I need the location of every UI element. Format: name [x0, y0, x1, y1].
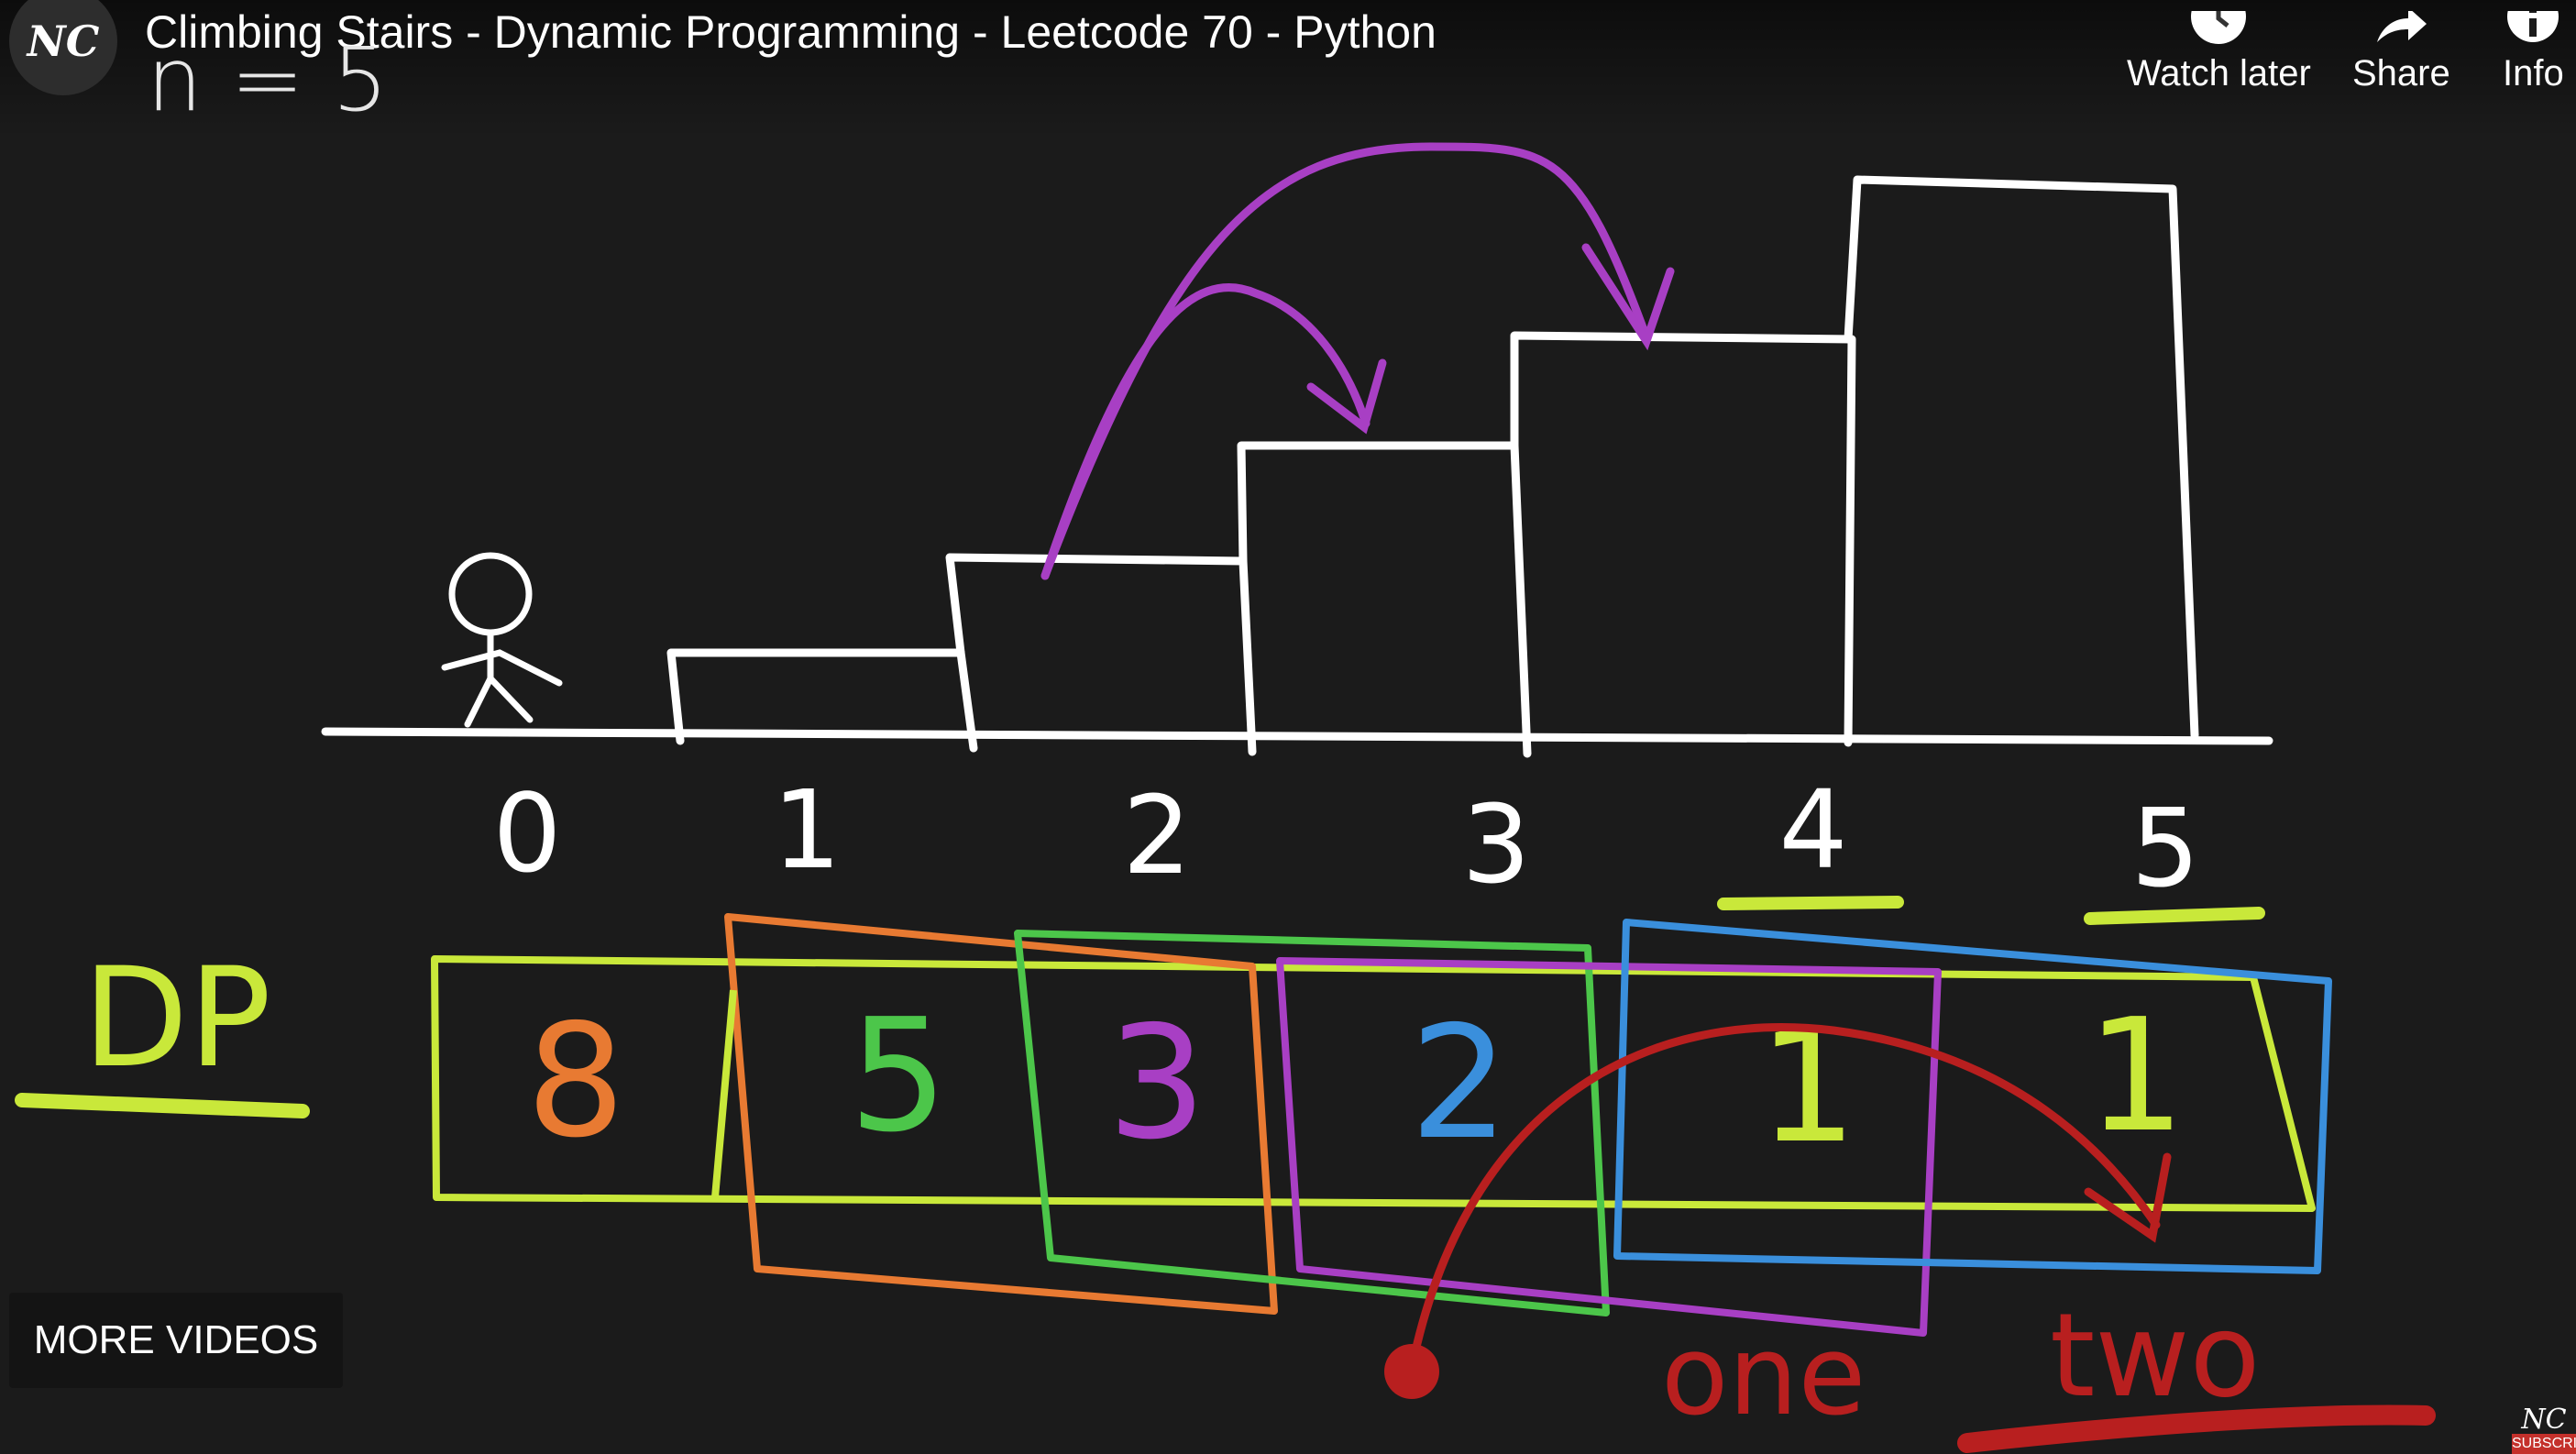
subscribe-watermark[interactable]: NC SUBSCRIBE	[2512, 1390, 2576, 1454]
annotation-one: one	[1661, 1313, 1866, 1440]
watch-later-button[interactable]: Watch later	[2127, 0, 2311, 101]
step-number: 0	[492, 770, 561, 897]
red-annotation-arrow	[1407, 1023, 2172, 1372]
dp-value: 8	[526, 991, 625, 1173]
info-button[interactable]: Info	[2503, 0, 2564, 101]
step-number: 4	[1778, 766, 1847, 893]
info-icon	[2507, 11, 2559, 42]
red-start-dot	[1384, 1344, 1439, 1399]
annotation-two: two	[2050, 1288, 2261, 1423]
step-number: 2	[1122, 772, 1191, 898]
share-label: Share	[2352, 53, 2450, 94]
top-overlay-bar	[0, 0, 2576, 138]
jump-arrows	[1040, 142, 1675, 580]
watermark-subscribe-text: SUBSCRIBE	[2512, 1434, 2576, 1454]
step-number: 1	[772, 766, 841, 893]
video-title[interactable]: Climbing Stairs - Dynamic Programming - …	[145, 6, 1437, 58]
channel-logo-text: NC	[27, 17, 100, 66]
stick-figure	[441, 552, 563, 728]
clock-icon	[2191, 11, 2247, 44]
dp-value: 1	[2086, 986, 2185, 1167]
share-button[interactable]: Share	[2352, 0, 2450, 101]
dp-label: DP	[83, 939, 271, 1098]
watermark-logo: NC	[2521, 1404, 2567, 1436]
step-number: 3	[1461, 781, 1530, 908]
channel-avatar[interactable]: NC	[9, 0, 117, 95]
staircase	[321, 175, 2273, 758]
step-number: 5	[2130, 785, 2199, 911]
n-equals-label: n = 5	[147, 28, 388, 131]
step-number-labels: 0 1 2 3 4 5	[492, 766, 2199, 911]
two-underline	[1957, 1404, 2436, 1453]
dp-window-boxes	[431, 913, 2332, 1337]
dp-value: 5	[849, 986, 948, 1167]
info-label: Info	[2503, 53, 2564, 94]
step-underlines	[1717, 896, 2265, 925]
dp-value: 2	[1410, 993, 1509, 1174]
share-arrow-icon	[2377, 11, 2427, 42]
watch-later-label: Watch later	[2127, 53, 2311, 94]
more-videos-button[interactable]: MORE VIDEOS	[9, 1293, 343, 1388]
dp-underline	[15, 1093, 310, 1118]
dp-value: 3	[1107, 993, 1206, 1174]
